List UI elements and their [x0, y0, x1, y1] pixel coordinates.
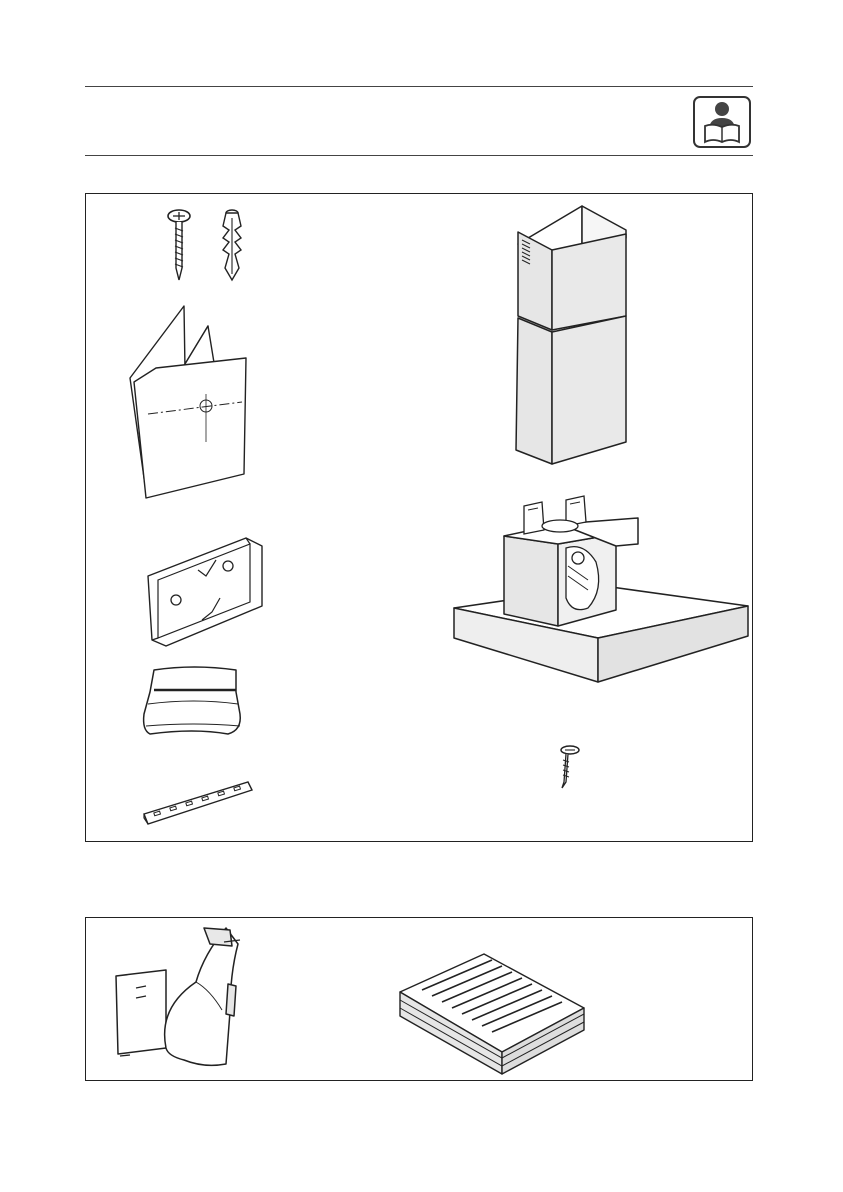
carbon-filter-icon	[394, 946, 594, 1076]
chimney-sections-icon	[514, 204, 632, 466]
header-bottom-rule	[85, 155, 753, 156]
wall-plug-icon	[217, 208, 247, 283]
accessories-panel	[85, 917, 753, 1081]
header-top-rule	[85, 86, 753, 87]
read-manual-icon	[693, 96, 751, 148]
mounting-bracket-icon	[138, 534, 268, 650]
fixing-screw-icon	[554, 744, 584, 792]
support-bar-icon	[140, 776, 254, 828]
duct-adapter-icon	[142, 664, 242, 740]
drilling-template-icon	[126, 302, 256, 502]
components-panel	[85, 193, 753, 842]
wall-screw-icon	[164, 208, 194, 283]
hood-unit-icon	[448, 486, 758, 686]
deflector-elbow-icon	[106, 924, 256, 1072]
